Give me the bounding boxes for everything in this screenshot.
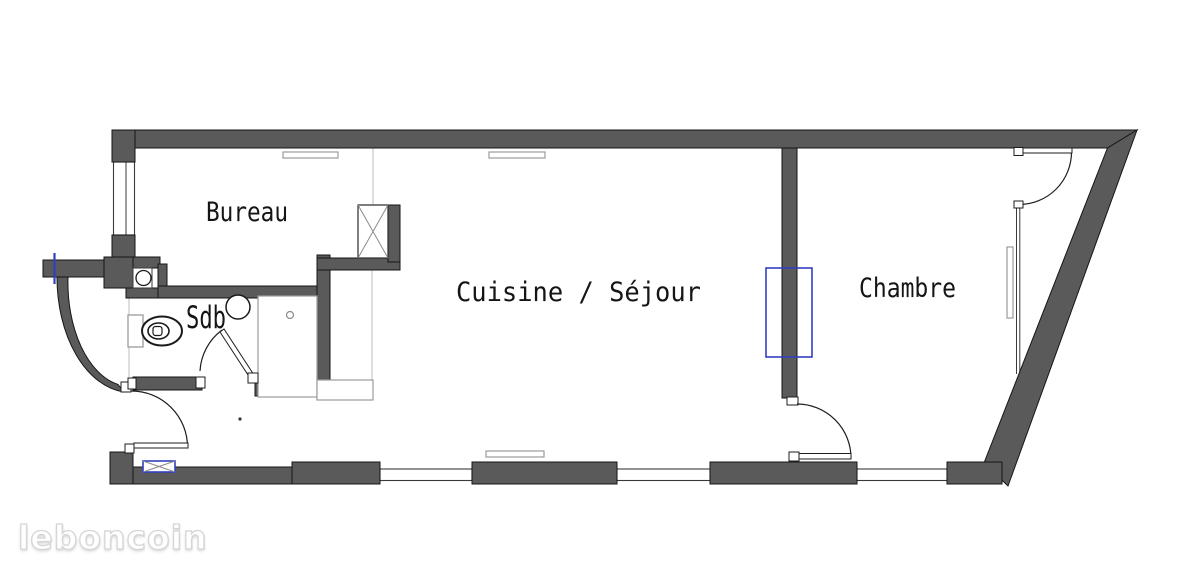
wall-bottom-b [291, 461, 381, 485]
radiator-top-2 [488, 151, 546, 159]
wall-curved-entrance [56, 276, 126, 393]
entrance-outside-ledge [42, 259, 113, 278]
entrance-door-leaf [133, 442, 189, 449]
sdb-door-leaf [219, 328, 255, 379]
sdb-door-hinge [247, 372, 259, 384]
plan-dot-mark [238, 417, 242, 421]
toilet-bowl-inner [147, 322, 170, 340]
radiator-bottom [485, 450, 545, 458]
radiator-top-1 [282, 151, 339, 159]
wall-left-top-block [111, 129, 136, 163]
bottom-window-3 [856, 468, 948, 482]
chambre-door-arc [796, 403, 852, 459]
doors [120, 147, 1073, 462]
partition-blue-panel [765, 267, 813, 358]
basin-niche-left-wall [103, 256, 134, 289]
room-label-sdb: Sdb [186, 300, 226, 336]
wall-top [111, 129, 1139, 149]
chambre-door-leaf [798, 453, 852, 460]
leboncoin-logo: leboncoin [17, 517, 208, 557]
shaft-cross-line-2 [357, 204, 389, 259]
bottom-window-2 [616, 468, 711, 482]
room-labels: Bureau Sdb Cuisine / Séjour Chambre [186, 197, 956, 336]
radiator-chambre [1006, 246, 1014, 319]
wall-bottom-e [946, 461, 1003, 485]
toilet-flush-detail [152, 325, 163, 337]
french-door-leaf [1021, 147, 1073, 154]
wall-bottom-c [471, 461, 618, 485]
french-door-hinge [1013, 147, 1024, 156]
sdb-door-arc [199, 329, 223, 372]
bottom-window-1 [379, 468, 473, 482]
wall-bottom-left-corner [109, 451, 134, 485]
shower-drain-icon [285, 310, 295, 320]
toilet-tank [127, 314, 144, 348]
appliance-box [316, 379, 374, 401]
chambre-door-hinge [788, 451, 800, 462]
blue-annotations [53, 253, 813, 473]
round-sink-icon [225, 294, 251, 320]
wall-bottom-d [709, 461, 858, 485]
room-label-chambre: Chambre [859, 273, 956, 304]
sdb-wall-endcap-right [195, 376, 206, 389]
room-label-bureau: Bureau [206, 197, 288, 228]
entrance-door-arc [131, 390, 189, 448]
walls [42, 128, 1139, 487]
wall-right-diagonal [983, 128, 1138, 487]
left-window [112, 161, 136, 236]
wall-stub-shaft-right [387, 204, 401, 263]
fixtures [127, 151, 1014, 458]
room-label-cuisine-sejour: Cuisine / Séjour [456, 277, 701, 308]
wall-sdb-right [316, 254, 331, 401]
shower-tray-icon [257, 295, 318, 398]
hand-basin-icon [135, 269, 152, 287]
french-door-arc [1018, 151, 1073, 206]
french-door-endcap [1013, 200, 1024, 209]
wall-sdb-bottom-left [132, 376, 203, 391]
vent-cross-line-2 [142, 460, 176, 473]
entrance-door-hinge [124, 443, 135, 454]
wall-sejour-chambre-partition [781, 147, 798, 399]
sdb-wall-endcap-left [127, 377, 137, 390]
partition-endcap [786, 396, 799, 406]
